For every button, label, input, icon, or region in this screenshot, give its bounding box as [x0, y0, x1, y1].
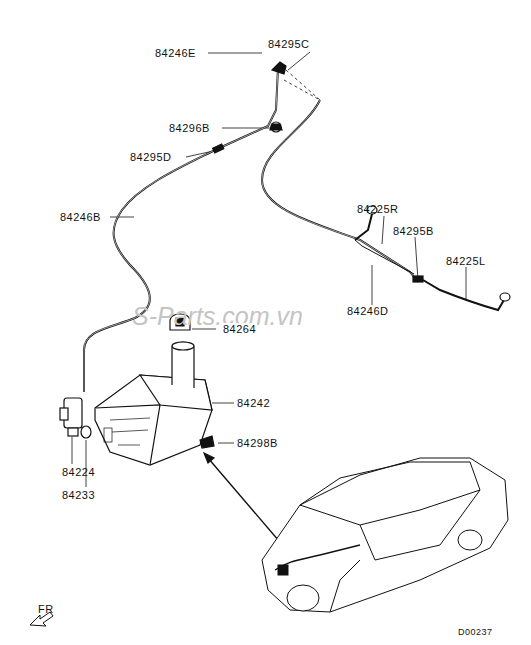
- callout-number: 84233: [62, 489, 95, 502]
- callout-number: 84225L: [446, 255, 486, 268]
- callout-number: FR: [38, 603, 54, 616]
- callout-number: 84298B: [237, 437, 278, 450]
- callout-number: 84295B: [393, 225, 434, 238]
- callout-number: 84264: [222, 323, 257, 336]
- callout-number: 84295D: [130, 151, 172, 164]
- callout-number: D00237: [458, 626, 493, 639]
- callout-number: 84224: [62, 466, 95, 479]
- watermark: S-Parts.com.vn: [132, 302, 303, 330]
- callout-number: 84246D: [347, 305, 389, 318]
- callout-number: 84242: [237, 397, 270, 410]
- callout-number: 84246B: [60, 211, 101, 224]
- callout-number: 84225R: [357, 203, 399, 216]
- callout-number: 84246E: [155, 47, 196, 60]
- callout-number: 84296B: [169, 122, 210, 135]
- callout-number: 84295C: [268, 38, 310, 51]
